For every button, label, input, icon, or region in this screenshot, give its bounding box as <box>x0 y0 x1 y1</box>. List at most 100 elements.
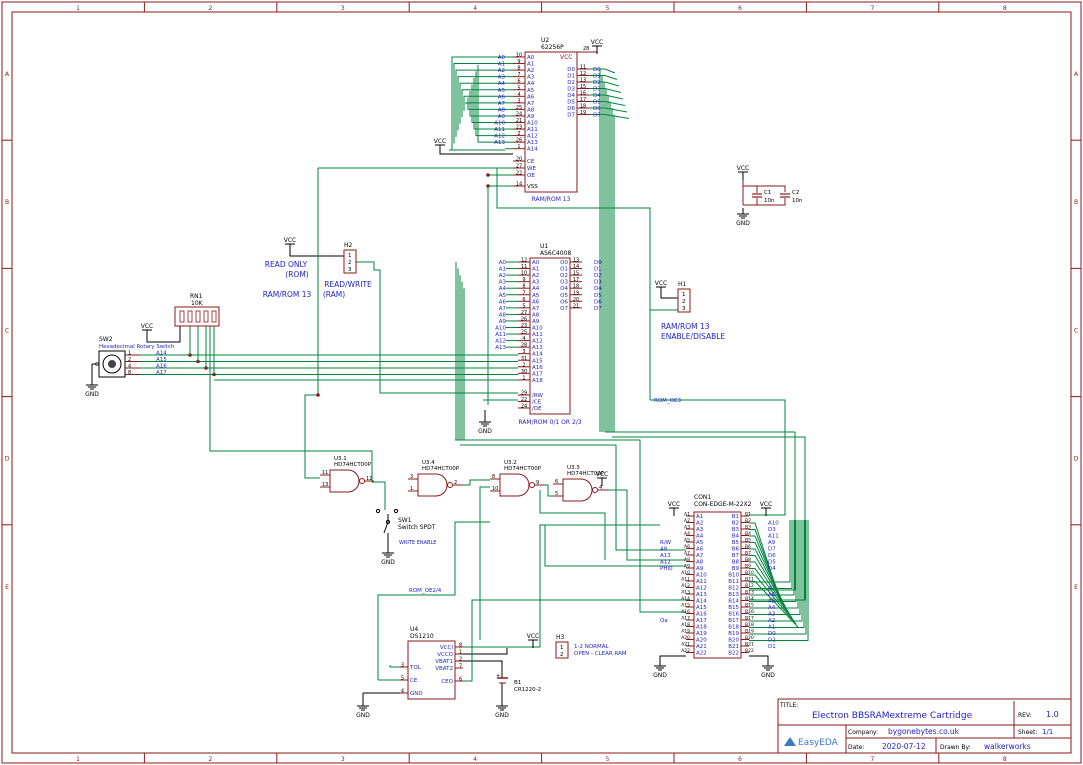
pin-name: A10 <box>696 573 707 579</box>
pin-num: A7 <box>684 551 690 557</box>
pin-name: A11 <box>696 579 707 585</box>
net-label: A13 <box>495 345 506 351</box>
pin-name: A13 <box>532 345 543 351</box>
pin-num: B9 <box>745 564 751 570</box>
rn1-value: 10K <box>191 300 204 307</box>
pin-name: A10 <box>532 326 543 332</box>
net-label: A8 <box>499 312 507 318</box>
wire <box>465 102 505 105</box>
pin-name: A2 <box>696 521 703 527</box>
pin-name: VCCO <box>437 652 453 658</box>
easyeda-logo: EasyEDA <box>798 738 839 748</box>
wire <box>589 107 628 113</box>
pin-name: A8 <box>532 312 540 318</box>
pin-name: A5 <box>527 88 535 94</box>
net-label: D1 <box>593 74 601 80</box>
wire <box>463 95 505 111</box>
pin-name: A12 <box>527 134 538 140</box>
net-label: A15 <box>156 357 167 363</box>
u4-ref: U4 <box>410 626 418 633</box>
u1-ref: U1 <box>540 243 548 250</box>
pin-num: A2 <box>684 518 690 524</box>
net-label: A3 <box>498 75 506 81</box>
sw1-contact <box>375 508 381 514</box>
pin-name: OE <box>527 173 535 179</box>
row-label: C <box>5 327 9 334</box>
pin-name: A7 <box>527 101 535 107</box>
pin-num: 8 <box>492 474 495 480</box>
pin-name: D1 <box>567 74 575 80</box>
date-value: 2020-07-12 <box>882 742 926 751</box>
pin-num: 12 <box>366 476 372 482</box>
pin-num: B13 <box>745 590 754 596</box>
pin-num: 4 <box>401 689 404 695</box>
pin-name: A15 <box>696 605 707 611</box>
pin-name: A0 <box>527 55 535 61</box>
pin-num: B4 <box>745 531 751 537</box>
net-label: D4 <box>594 286 602 292</box>
wire <box>612 436 806 601</box>
gate-ref: U3.4 <box>422 460 435 466</box>
pin-num: A10 <box>681 570 690 576</box>
pin-name: /CE <box>532 400 542 406</box>
pin-name: D3 <box>567 87 575 93</box>
pin-name: CE <box>527 159 535 165</box>
pin-name: A2 <box>527 68 534 74</box>
pin-name: /OE <box>532 406 542 412</box>
pin-num: 28 <box>521 343 527 349</box>
col-label: 7 <box>870 756 874 763</box>
sw2-body <box>98 350 126 378</box>
row-label: B <box>5 199 9 206</box>
net-label: D5 <box>593 100 601 106</box>
pin-num: 20 <box>573 297 579 303</box>
net-label: D3 <box>594 280 602 286</box>
col-label: 5 <box>606 5 610 12</box>
pin-num: A4 <box>684 531 690 537</box>
net-label: A5 <box>498 88 506 94</box>
wire <box>539 490 606 560</box>
rn1-ref: RN1 <box>190 293 203 300</box>
h3-ref: H3 <box>556 634 565 641</box>
pin-num: 13 <box>322 482 328 488</box>
net-label: A9 <box>499 319 507 325</box>
pin-name: A8 <box>527 107 535 113</box>
wire <box>589 114 630 119</box>
wire <box>749 520 803 622</box>
pin-name: O5 <box>560 293 568 299</box>
vcc-label: VCC <box>668 501 680 508</box>
pin-num: 9 <box>536 480 539 486</box>
wire <box>749 520 797 602</box>
net-label: D7 <box>768 547 776 553</box>
pin-num: 15 <box>580 84 586 90</box>
net-label: A11 <box>768 534 779 540</box>
pin-num: 1 <box>682 292 686 298</box>
pin-num: 14 <box>573 264 579 270</box>
pin-name: B22 <box>728 651 739 657</box>
pin-num: A9 <box>684 564 690 570</box>
sheet-label: Sheet: <box>1018 729 1037 736</box>
row-label: A <box>1074 71 1079 78</box>
pin-name: O0 <box>560 260 568 266</box>
net-label: A4 <box>498 81 506 87</box>
junction <box>316 393 320 397</box>
wire <box>605 431 796 591</box>
pin-name: VBAT1 <box>435 659 453 665</box>
sw1-contact <box>393 508 399 514</box>
junction <box>486 173 490 177</box>
pin-num: 3 <box>401 663 404 669</box>
vcc-label: VCC <box>284 237 296 244</box>
pin-name: B16 <box>728 612 739 618</box>
battery-plus: + <box>496 673 500 679</box>
net-label: A4 <box>768 605 776 611</box>
pin-num: 23 <box>516 125 522 131</box>
pin-num: A16 <box>681 609 690 615</box>
pin-num: B7 <box>745 551 751 557</box>
wire <box>461 89 505 118</box>
company-value: bygonebytes.co.uk <box>888 727 960 736</box>
pin-name: A16 <box>696 612 707 618</box>
pin-name: D0 <box>567 67 575 73</box>
pin-num: A6 <box>684 544 690 550</box>
pin-name: B1 <box>732 514 739 520</box>
pin-num: 31 <box>521 356 527 362</box>
